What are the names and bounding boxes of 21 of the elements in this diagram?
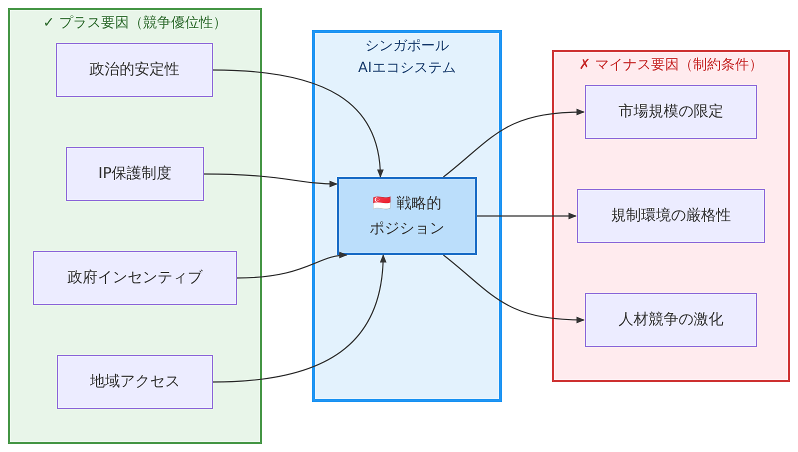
group-panel bbox=[8, 8, 262, 444]
factor-box: 規制環境の厳格性 bbox=[577, 189, 765, 243]
arrow bbox=[443, 254, 585, 324]
factor-box: 政府インセンティブ bbox=[33, 251, 237, 305]
factor-box: IP保護制度 bbox=[66, 147, 204, 201]
arrow bbox=[212, 69, 384, 178]
group-panel bbox=[312, 30, 502, 402]
factor-box: 人材競争の激化 bbox=[585, 293, 757, 347]
arrow bbox=[443, 108, 585, 178]
position-box: 🇸🇬 戦略的ポジション bbox=[337, 177, 477, 255]
group-title: ✓ プラス要因（競争優位性） bbox=[42, 14, 228, 33]
arrow bbox=[477, 212, 577, 220]
arrow bbox=[212, 254, 386, 383]
group-title: ✗ マイナス要因（制約条件） bbox=[578, 56, 764, 75]
factor-box: 市場規模の限定 bbox=[585, 85, 757, 139]
group-panel bbox=[552, 50, 790, 382]
factor-box: 地域アクセス bbox=[57, 355, 213, 409]
arrow bbox=[236, 252, 348, 279]
arrow bbox=[204, 173, 338, 188]
factor-box: 政治的安定性 bbox=[56, 43, 213, 97]
group-title: シンガポール AIエコシステム bbox=[357, 37, 457, 78]
